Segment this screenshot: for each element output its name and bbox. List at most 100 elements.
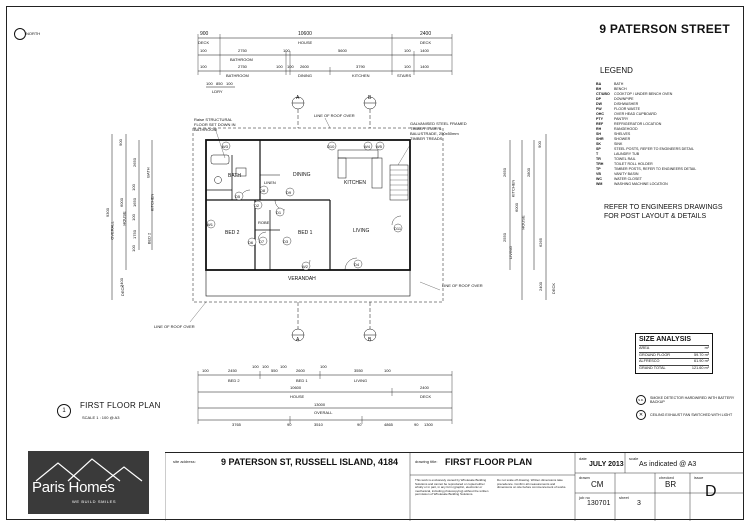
dim-row4-1: 850 — [216, 81, 223, 86]
dim-right-label-deck: DECK — [551, 282, 557, 295]
dim-row3-3: 100 — [287, 64, 294, 69]
date-label: date — [579, 456, 587, 461]
room-kitchen: KITCHEN — [344, 180, 366, 186]
dim-left-900: 900 — [117, 139, 123, 146]
dim-bottom-row1-9: 100 — [384, 368, 391, 373]
dim-row2-3: 5600 — [338, 48, 347, 53]
dim-right-label-house: HOUSE — [520, 215, 526, 230]
room-linen: LINEN — [264, 180, 276, 185]
dim-row2-2: 100 — [283, 48, 290, 53]
tag-d8: D8 — [260, 188, 266, 193]
drawing-title-label: drawing title: — [415, 459, 438, 464]
plan-number: 1 — [57, 404, 71, 418]
issue-letter: D — [705, 483, 717, 500]
dim-top-label-deck-left: DECK — [198, 40, 210, 45]
tag-d1: D1 — [276, 210, 282, 215]
dim-row2-4: 100 — [404, 48, 411, 53]
note-stair: GALVANISED STEEL FRAMED TIMBER STAIR & B… — [410, 121, 467, 141]
dim-row3-4: 2600 — [300, 64, 309, 69]
drawing-sheet — [6, 6, 744, 520]
dim-row3-7: 1400 — [420, 64, 429, 69]
house-outline-icon — [35, 458, 143, 482]
company-logo: Paris Homes WE BUILD SMILES — [28, 451, 149, 514]
tag-d9: D9 — [286, 190, 292, 195]
sheet-label: sheet — [619, 495, 629, 500]
street-title: 9 PATERSON STREET — [599, 22, 730, 36]
checked-label: checked — [659, 475, 674, 480]
dim-row4-0: 100 — [206, 81, 213, 86]
plan-title: FIRST FLOOR PLAN — [80, 401, 161, 410]
site-address: 9 PATERSON ST, RUSSELL ISLAND, 4184 — [221, 457, 399, 467]
dim-bottom-overall: 13000 — [314, 402, 326, 407]
logo-tagline: WE BUILD SMILES — [72, 499, 117, 504]
site-address-label: site address: — [173, 459, 196, 464]
room-living: LIVING — [353, 228, 370, 234]
room-robe: ROBE — [258, 220, 270, 225]
symbol-notes: S.D. SMOKE DETECTOR HARDWIRED WITH BATTE… — [636, 395, 736, 425]
tag-d10: D10 — [327, 144, 335, 149]
dim-bottom-deck: 2400 — [420, 385, 429, 390]
dim-bottom-house: 10600 — [290, 385, 302, 390]
tag-d11: D11 — [394, 226, 402, 231]
dim-bottom-label-bed2: BED 2 — [228, 378, 240, 383]
drawn-label: drawn — [579, 475, 590, 480]
section-marker-b-bottom: B — [368, 337, 372, 343]
title-block: site address: 9 PATERSON ST, RUSSELL ISL… — [165, 452, 744, 521]
logo-brand: Paris Homes — [32, 479, 115, 496]
dim-row3-label-dining: DINING — [298, 73, 312, 78]
dim-right-2650: 2650 — [501, 168, 507, 177]
dim-row3-6: 100 — [404, 64, 411, 69]
tag-w1-left: W1 — [207, 222, 213, 227]
room-verandah: VERANDAH — [288, 276, 316, 282]
drawing-title: FIRST FLOOR PLAN — [445, 457, 532, 467]
sheet-number: 3 — [637, 500, 641, 507]
dim-left-house: 6000 — [118, 198, 124, 207]
dim-row3-label-kitchen: KITCHEN — [352, 73, 370, 78]
drawn-by: CM — [591, 480, 604, 489]
scaling-disclaimer: Do not scale off drawing. Written dimens… — [497, 478, 567, 490]
dim-row4-2: 100 — [226, 81, 233, 86]
dim-row2-label: BATHROOM — [230, 57, 253, 62]
dim-bottom-row4-5: 90 — [414, 422, 419, 427]
dim-bottom-row4-3: 90 — [357, 422, 362, 427]
dim-row4-label: LDRY — [212, 89, 223, 94]
refer-engineers-note: REFER TO ENGINEERS DRAWINGS FOR POST LAY… — [604, 204, 723, 220]
dim-bottom-row1-1: 2450 — [228, 368, 237, 373]
dim-bottom-label-house: HOUSE — [290, 394, 305, 399]
dim-bottom-row4-4: 4865 — [384, 422, 393, 427]
dim-right-label-living: LIVING — [508, 245, 514, 260]
dim-right-6265: 6265 — [537, 238, 543, 247]
room-dining: DINING — [293, 172, 311, 178]
dim-bottom-row4-1: 90 — [287, 422, 292, 427]
dim-right-900: 900 — [536, 141, 542, 148]
dim-bottom-row1-0: 100 — [202, 368, 209, 373]
note-exhaust-fan: ✕ CEILING EXHAUST FAN SWITCHED WITH LIGH… — [636, 410, 736, 420]
dim-bottom-row1-6: 2600 — [296, 368, 305, 373]
dim-right-label-kitchen: KITCHEN — [510, 179, 516, 198]
section-marker-a-top: A — [296, 95, 300, 101]
smoke-detector-icon: S.D. — [636, 395, 646, 405]
dim-bottom-row1-7: 100 — [320, 364, 327, 369]
dim-bottom-row1-8: 3550 — [354, 368, 363, 373]
size-analysis-title: SIZE ANALYSIS — [639, 336, 691, 343]
copyright-notice: This work is exclusively owned by Wholes… — [415, 478, 489, 497]
plan-scale: SCALE 1 : 100 @ A3 — [82, 415, 120, 420]
section-marker-b-top: B — [368, 95, 372, 101]
dim-bottom-label-bed1: BED 1 — [296, 378, 308, 383]
dim-top-house: 10600 — [298, 31, 312, 37]
dim-row3-1: 2750 — [238, 64, 247, 69]
drawing-date: JULY 2013 — [589, 461, 624, 468]
dim-bottom-row4-0: 3765 — [232, 422, 241, 427]
dim-row3-2: 100 — [276, 64, 283, 69]
dim-right-6000: 6000 — [513, 203, 519, 212]
